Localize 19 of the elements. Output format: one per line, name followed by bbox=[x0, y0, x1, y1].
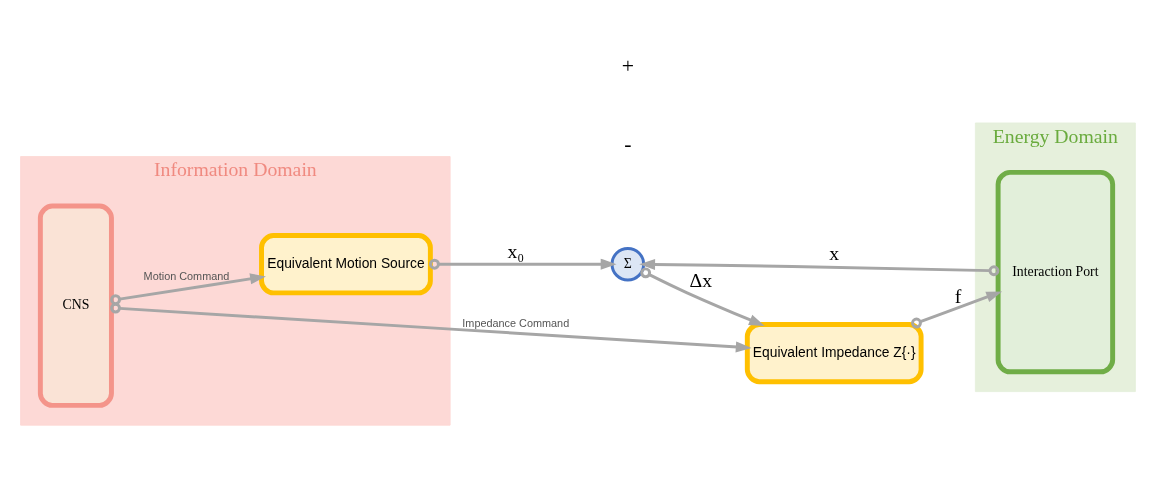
edge-label: f bbox=[954, 284, 962, 307]
node-box: Equivalent Impedance Z{·} bbox=[744, 321, 924, 385]
arrow bbox=[110, 273, 266, 306]
arrow bbox=[429, 258, 617, 270]
node-box: CNS bbox=[37, 203, 114, 408]
arrow bbox=[639, 258, 1000, 277]
node-circle: Σ bbox=[610, 246, 646, 282]
edge-label: x₀ bbox=[507, 240, 525, 263]
node-box: Equivalent Motion Source bbox=[259, 233, 433, 296]
edge-label: x bbox=[829, 242, 840, 265]
edge-label: Motion Command bbox=[143, 269, 230, 282]
label: + bbox=[621, 54, 634, 79]
edge-label: Δx bbox=[689, 268, 713, 291]
node-box: Interaction Port bbox=[995, 169, 1116, 375]
label: - bbox=[624, 132, 632, 157]
arrow bbox=[110, 302, 752, 353]
arrow bbox=[640, 267, 765, 326]
arrow bbox=[911, 291, 1003, 329]
edge-label: Impedance Command bbox=[462, 317, 570, 330]
